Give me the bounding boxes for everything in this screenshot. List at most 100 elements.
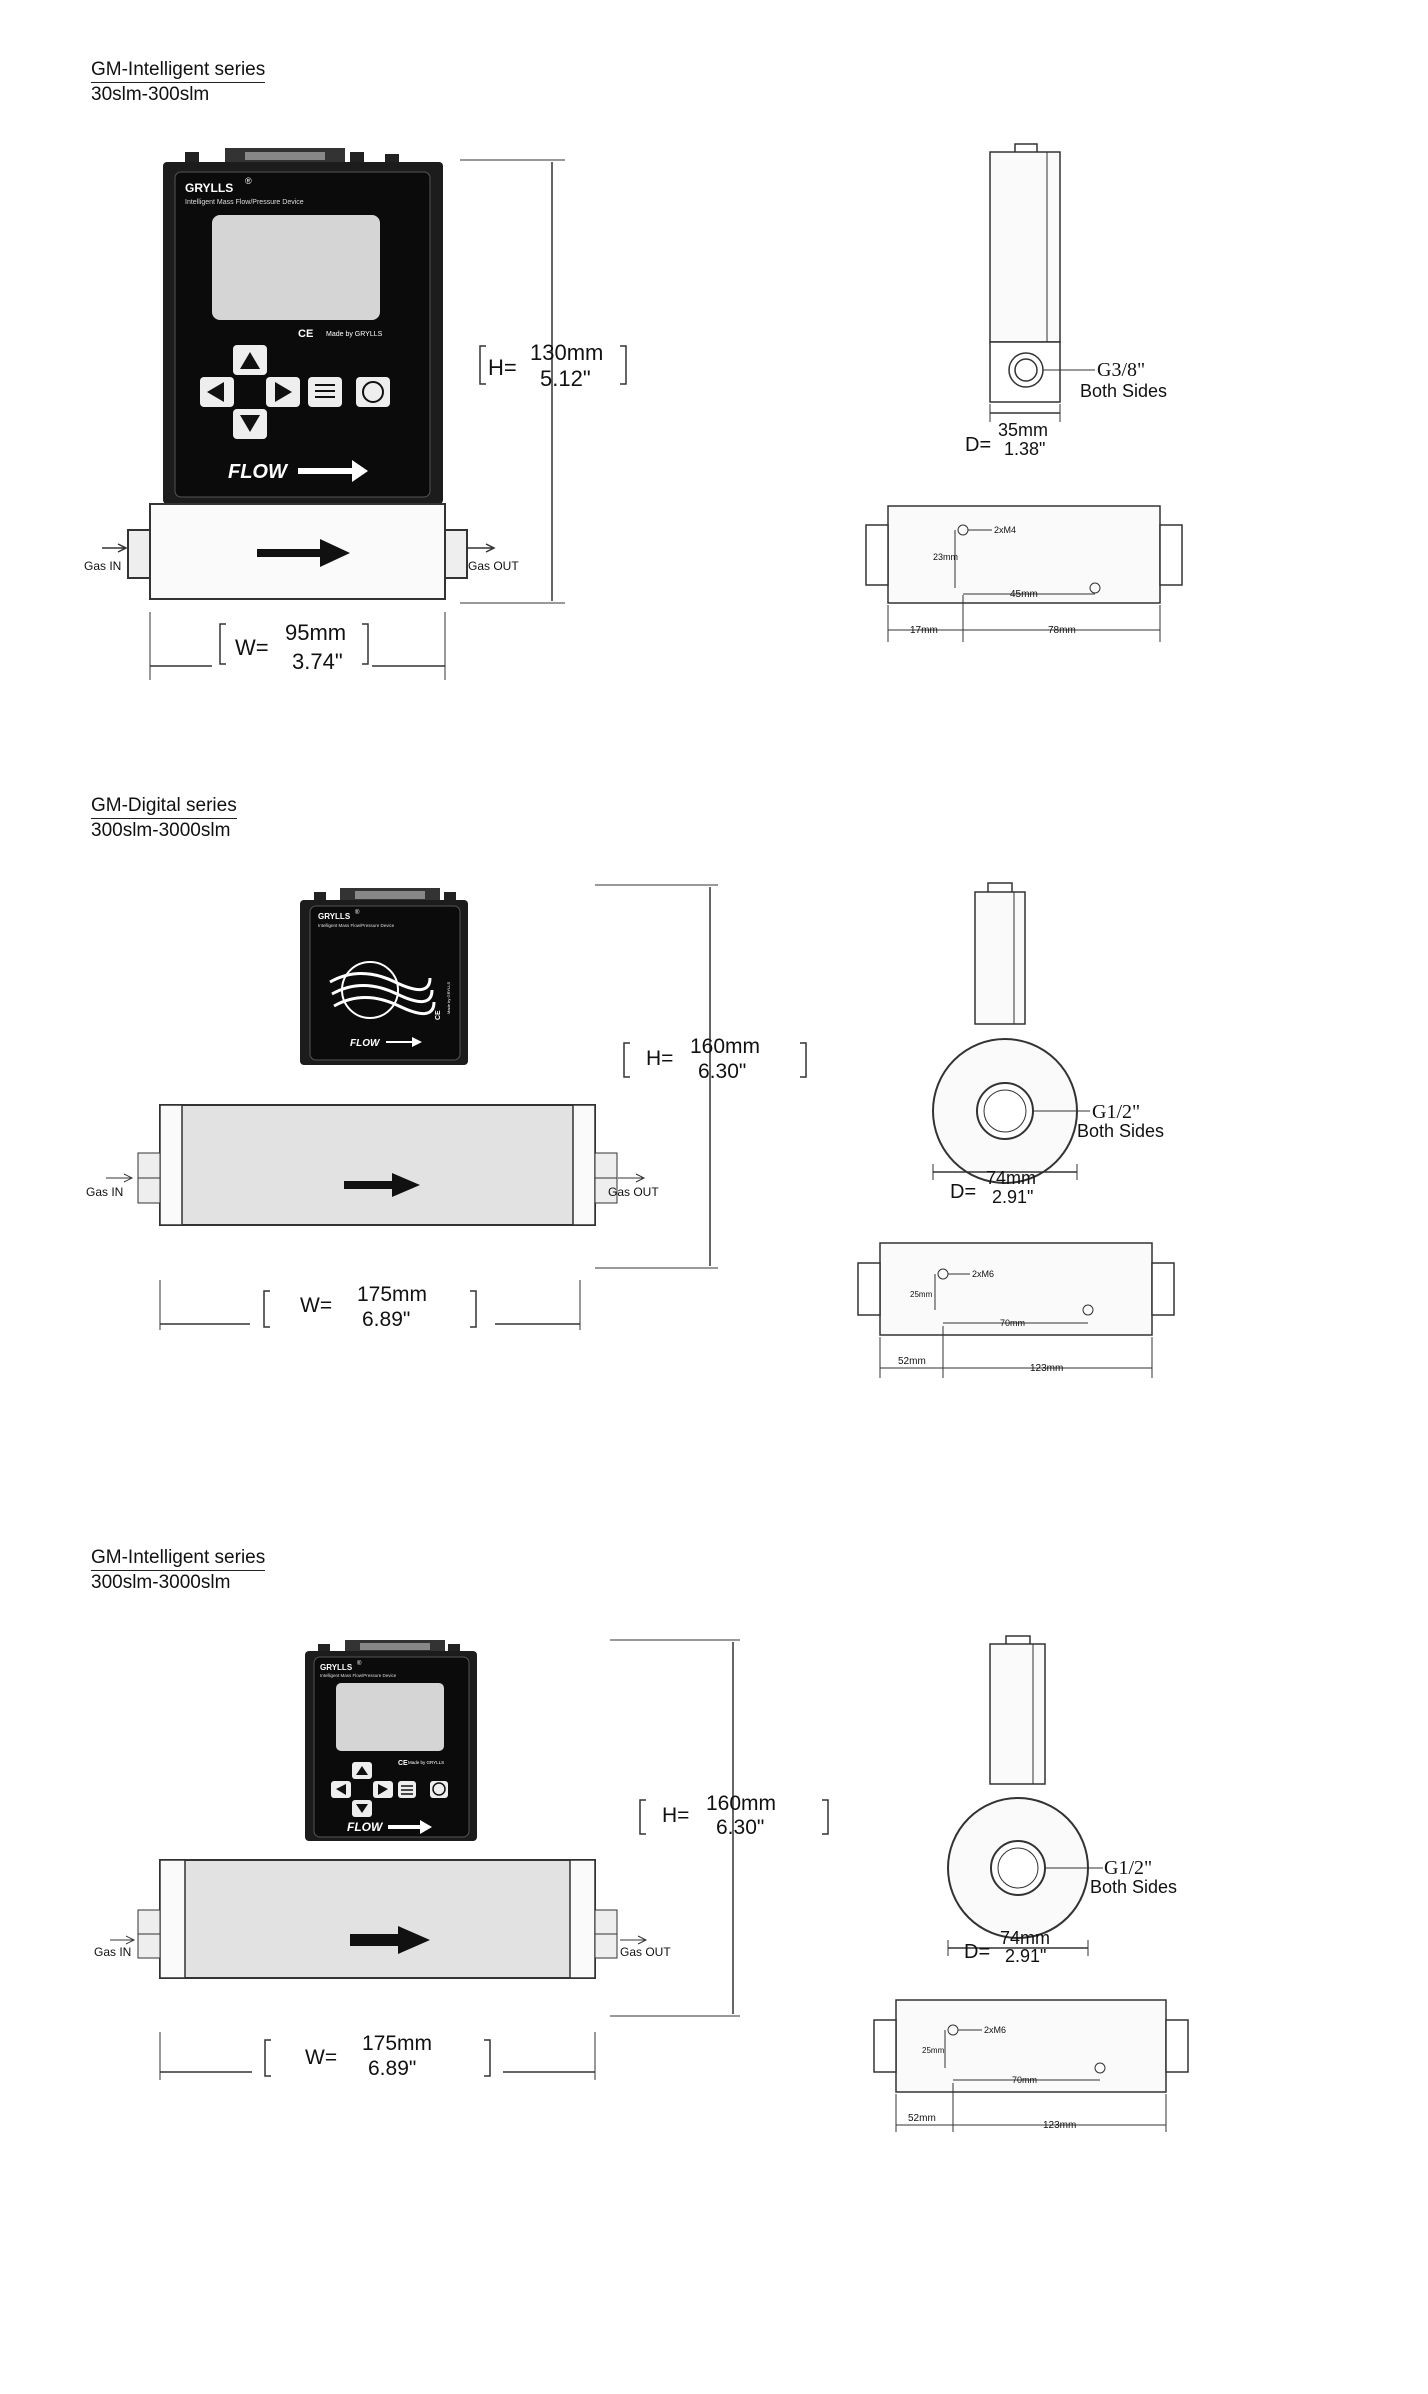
device-subtitle: Intelligent Mass Flow/Pressure Device — [185, 199, 304, 206]
h-dim-label: 45mm — [1010, 589, 1038, 600]
flow-direction-arrow-icon — [257, 539, 350, 567]
series-range: 30slm-300slm — [91, 84, 210, 105]
connector — [444, 892, 456, 902]
outlet-fitting — [594, 1177, 618, 1204]
gas-out-label: Gas OUT — [620, 1945, 671, 1959]
gas-out-arrow — [468, 543, 496, 553]
gas-in-arrow — [110, 1935, 136, 1945]
down-arrow-icon — [240, 415, 260, 432]
series-range: 300slm-3000slm — [91, 1572, 231, 1593]
tube-cap-left — [159, 1104, 183, 1226]
holes-label: 2xM6 — [984, 2025, 1006, 2035]
dimension-drawing: GRYLLS ® Intelligent Mass Flow/Pressure … — [94, 1635, 1189, 2132]
port-inner — [983, 1089, 1027, 1133]
depth-mm: 74mm — [1000, 1928, 1050, 1948]
depth-mm: 35mm — [998, 420, 1048, 440]
holes-label: 2xM6 — [972, 1269, 994, 1279]
left-dim-label: 17mm — [910, 625, 938, 636]
height-mm: 130mm — [530, 340, 603, 365]
width-inch: 3.74" — [292, 649, 343, 674]
series-heading: GM-Intelligent series 30slm-300slm — [91, 58, 266, 106]
series-heading: GM-Intelligent series 300slm-3000slm — [91, 1546, 266, 1594]
gas-in-arrow — [102, 543, 128, 553]
width-prefix: W= — [300, 1294, 332, 1317]
left-dim-label: 52mm — [908, 2113, 936, 2124]
h-dim-label: 70mm — [1012, 2075, 1037, 2085]
tube-body — [159, 1104, 596, 1226]
right-dim-label: 78mm — [1048, 625, 1076, 636]
bottom-fitting-right — [1165, 2019, 1189, 2073]
flow-label: FLOW — [347, 1820, 384, 1834]
thread-note: Both Sides — [1080, 381, 1167, 401]
ce-mark: CE — [398, 1760, 408, 1767]
menu-icon — [401, 1785, 413, 1795]
right-dim-label: 123mm — [1030, 1363, 1063, 1374]
thread-size: G1/2" — [1104, 1857, 1152, 1879]
right-dim-label: 123mm — [1043, 2120, 1076, 2131]
depth-inch: 2.91" — [992, 1187, 1033, 1207]
height-prefix: H= — [662, 1804, 689, 1827]
brand-mark: ® — [355, 909, 360, 916]
connector — [355, 891, 425, 899]
bottom-fitting-left — [857, 1262, 881, 1316]
v-dim-label: 23mm — [933, 552, 958, 562]
mount-hole — [1082, 1304, 1094, 1316]
connector — [350, 152, 364, 162]
series-name: GM-Digital series — [91, 794, 237, 819]
brand-label: GRYLLS — [318, 912, 351, 921]
tube-body — [159, 1859, 596, 1979]
outlet-fitting — [594, 1933, 618, 1959]
width-mm: 175mm — [357, 1283, 427, 1306]
connector — [360, 1643, 430, 1650]
device-subtitle: Intelligent Mass Flow/Pressure Device — [320, 1673, 397, 1678]
key-logo-button — [356, 377, 390, 407]
width-prefix: W= — [305, 2046, 337, 2069]
height-inch: 6.30" — [698, 1060, 746, 1083]
gas-out-label: Gas OUT — [468, 559, 519, 573]
logo-icon — [432, 1782, 446, 1796]
bottom-view-body — [879, 1242, 1153, 1336]
height-prefix: H= — [646, 1047, 673, 1070]
section-intelligent-large: GM-Intelligent series 300slm-3000slm GRY… — [0, 1520, 1428, 2320]
height-bracket — [623, 1042, 807, 1078]
width-bracket — [264, 2039, 491, 2077]
bottom-fitting-left — [865, 524, 889, 586]
width-inch: 6.89" — [368, 2057, 416, 2080]
ce-mark: CE — [298, 328, 313, 340]
logo-icon — [362, 381, 384, 403]
port-inner — [997, 1847, 1039, 1889]
width-bracket — [219, 623, 369, 665]
connector — [245, 152, 325, 160]
connector — [448, 1644, 460, 1653]
brand-mark: ® — [357, 1660, 362, 1667]
flow-arrow-icon — [298, 460, 368, 482]
flow-label: FLOW — [350, 1038, 381, 1049]
up-arrow-icon — [240, 352, 260, 369]
bottom-fitting-right — [1159, 524, 1183, 586]
depth-prefix: D= — [965, 434, 991, 456]
mount-hole — [1094, 2062, 1106, 2074]
connector — [314, 892, 326, 902]
made-by-label: Made by GRYLLS — [326, 331, 383, 338]
mount-hole — [1089, 582, 1101, 594]
bottom-fitting-right — [1151, 1262, 1175, 1316]
lcd-screen — [336, 1683, 444, 1751]
holes-label: 2xM4 — [994, 525, 1016, 535]
outlet-fitting — [594, 1909, 618, 1935]
device-subtitle: Intelligent Mass Flow/Pressure Device — [318, 923, 395, 928]
height-prefix: H= — [488, 355, 517, 380]
connector — [318, 1644, 330, 1653]
depth-inch: 2.91" — [1005, 1946, 1046, 1966]
left-dim-label: 52mm — [898, 1356, 926, 1367]
brand-mark: ® — [245, 176, 252, 186]
made-by-label: Made by GRYLLS — [408, 1760, 444, 1765]
section-digital: GM-Digital series 300slm-3000slm GRYLLS … — [0, 760, 1428, 1520]
device-panel — [309, 905, 461, 1061]
inlet-fitting — [137, 1933, 161, 1959]
width-mm: 95mm — [285, 620, 346, 645]
section-intelligent-small: GM-Intelligent series 30slm-300slm GRYLL… — [0, 0, 1428, 760]
tube-cap-right — [569, 1859, 596, 1979]
brand-label: GRYLLS — [320, 1663, 353, 1672]
depth-inch: 1.38" — [1004, 439, 1045, 459]
series-range: 300slm-3000slm — [91, 820, 231, 841]
